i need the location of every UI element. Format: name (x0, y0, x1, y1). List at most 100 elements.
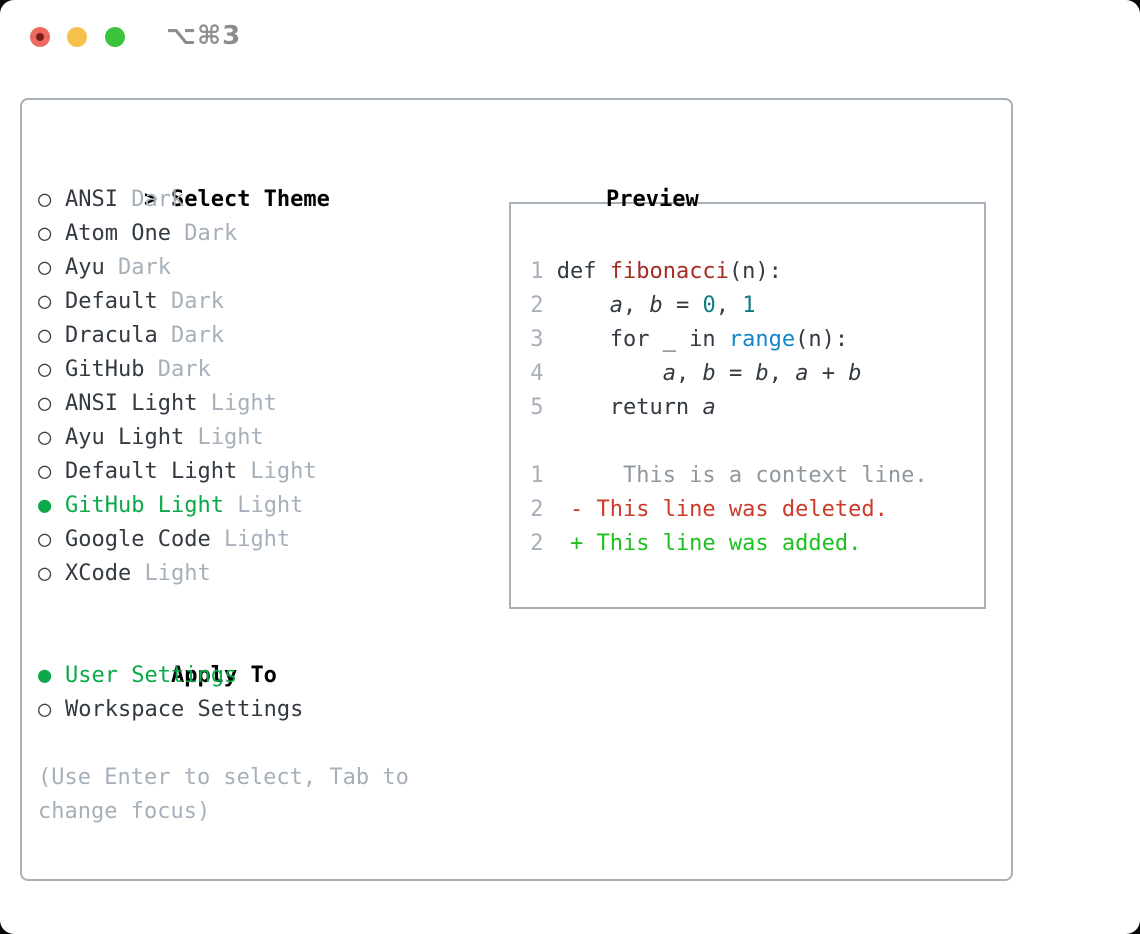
hint-text: (Use Enter to select, Tab to change focu… (38, 765, 409, 824)
apply-option-label: User Settings (65, 663, 238, 688)
theme-variant-tag: Dark (170, 221, 238, 246)
theme-variant-tag: Light (131, 561, 211, 586)
line-number: 1 (530, 463, 544, 488)
line-number: 4 (530, 361, 544, 386)
code-token: range (728, 327, 796, 352)
radio-icon: ○ (38, 221, 52, 246)
theme-name: ANSI Light (65, 391, 198, 416)
code-token: 1 (742, 293, 756, 318)
theme-name: GitHub Light (65, 493, 224, 518)
titlebar: ⌥⌘3 (0, 0, 1140, 98)
code-line: 4 a, b = b, a + b (517, 357, 976, 391)
theme-option[interactable]: ● GitHub Light Light (38, 489, 478, 523)
radio-icon: ○ (38, 425, 52, 450)
code-token: = (662, 293, 703, 318)
theme-list-column: >Select Theme ○ANSI Dark○Atom One Dark○A… (22, 100, 478, 879)
apply-option[interactable]: ○ Workspace Settings (38, 693, 478, 727)
code-token: def (543, 259, 610, 284)
theme-option[interactable]: ○Google Code Light (38, 523, 478, 557)
minimize-button[interactable] (67, 27, 87, 47)
line-number: 2 (530, 531, 544, 556)
code-token: b (649, 293, 663, 318)
preview-title: Preview (605, 187, 699, 212)
radio-icon: ○ (38, 561, 52, 586)
radio-icon: ○ (38, 697, 52, 722)
code-line: 5 return a (517, 391, 976, 425)
theme-variant-tag: Dark (144, 357, 211, 382)
select-theme-header: >Select Theme (38, 149, 478, 212)
radio-icon: ○ (38, 187, 52, 212)
theme-name: Google Code (65, 527, 211, 552)
code-line: 1 This is a context line. (517, 459, 976, 493)
code-line: 1 def fibonacci(n): (517, 255, 976, 289)
preview-column: Preview 1 def fibonacci(n):2 a, b = 0, 1… (478, 100, 1011, 879)
theme-name: Dracula (65, 323, 158, 348)
radio-icon: ○ (38, 391, 52, 416)
code-token: fibonacci (609, 259, 729, 284)
radio-icon: ● (38, 493, 52, 518)
line-number: 3 (530, 327, 544, 352)
radio-icon: ○ (38, 289, 52, 314)
code-token: a (795, 361, 809, 386)
theme-option[interactable]: ○Ayu Light Light (38, 421, 478, 455)
theme-name: Default Light (65, 459, 238, 484)
theme-list: ○ANSI Dark○Atom One Dark○Ayu Dark○Defaul… (38, 183, 478, 591)
code-token: , (675, 361, 703, 386)
code-token: = (715, 361, 756, 386)
theme-option[interactable]: ○ Atom One Dark (38, 217, 478, 251)
code-token (543, 293, 609, 318)
apply-options-list: ● User Settings ○ Workspace Settings (38, 659, 478, 727)
theme-option[interactable]: ○ Default Light Light (38, 455, 478, 489)
theme-option[interactable]: ○ANSI Light Light (38, 387, 478, 421)
theme-option[interactable]: ○ANSI Dark (38, 183, 478, 217)
line-number: 2 (530, 497, 544, 522)
line-number: 2 (530, 293, 544, 318)
code-token: This is a context line. (543, 463, 928, 488)
code-token: a (702, 395, 716, 420)
zoom-button[interactable] (105, 27, 125, 47)
theme-variant-tag: Light (210, 527, 291, 552)
radio-icon: ○ (38, 459, 52, 484)
code-token: a (662, 361, 676, 386)
code-token: , (622, 293, 650, 318)
apply-to-title: Apply To (170, 663, 277, 688)
select-theme-title: Select Theme (170, 187, 330, 212)
preview-header: Preview (500, 149, 1011, 212)
code-line: 3 for _ in range(n): (517, 323, 976, 357)
code-token: b (702, 361, 716, 386)
theme-option[interactable]: ○ Ayu Dark (38, 251, 478, 285)
theme-option[interactable]: ○GitHub Dark (38, 353, 478, 387)
theme-option[interactable]: ○Dracula Dark (38, 319, 478, 353)
radio-icon: ● (38, 663, 52, 688)
code-token: + (808, 361, 849, 386)
code-token: return (543, 395, 703, 420)
theme-variant-tag: Light (223, 493, 304, 518)
code-token: + This line was added. (543, 531, 862, 556)
theme-variant-tag: Dark (117, 187, 185, 212)
code-token: (n): (728, 259, 782, 284)
theme-option[interactable]: ○ Default Dark (38, 285, 478, 319)
theme-name: XCode (65, 561, 132, 586)
code-token (543, 361, 662, 386)
code-line: 2 a, b = 0, 1 (517, 289, 976, 323)
radio-icon: ○ (38, 357, 52, 382)
apply-option-label: Workspace Settings (65, 697, 304, 722)
theme-variant-tag: Light (237, 459, 317, 484)
code-token: b (848, 361, 862, 386)
theme-name: Ayu (65, 255, 105, 280)
code-token: - This line was deleted. (543, 497, 888, 522)
radio-icon: ○ (38, 255, 52, 280)
theme-variant-tag: Dark (157, 289, 224, 314)
theme-variant-tag: Light (184, 425, 264, 450)
theme-variant-tag: Dark (104, 255, 171, 280)
theme-option[interactable]: ○ XCode Light (38, 557, 478, 591)
keyboard-shortcut-label: ⌥⌘3 (166, 21, 242, 51)
theme-name: Atom One (65, 221, 171, 246)
theme-name: Default (65, 289, 158, 314)
apply-option[interactable]: ● User Settings (38, 659, 478, 693)
close-button[interactable] (30, 27, 50, 47)
line-number: 1 (530, 259, 544, 284)
